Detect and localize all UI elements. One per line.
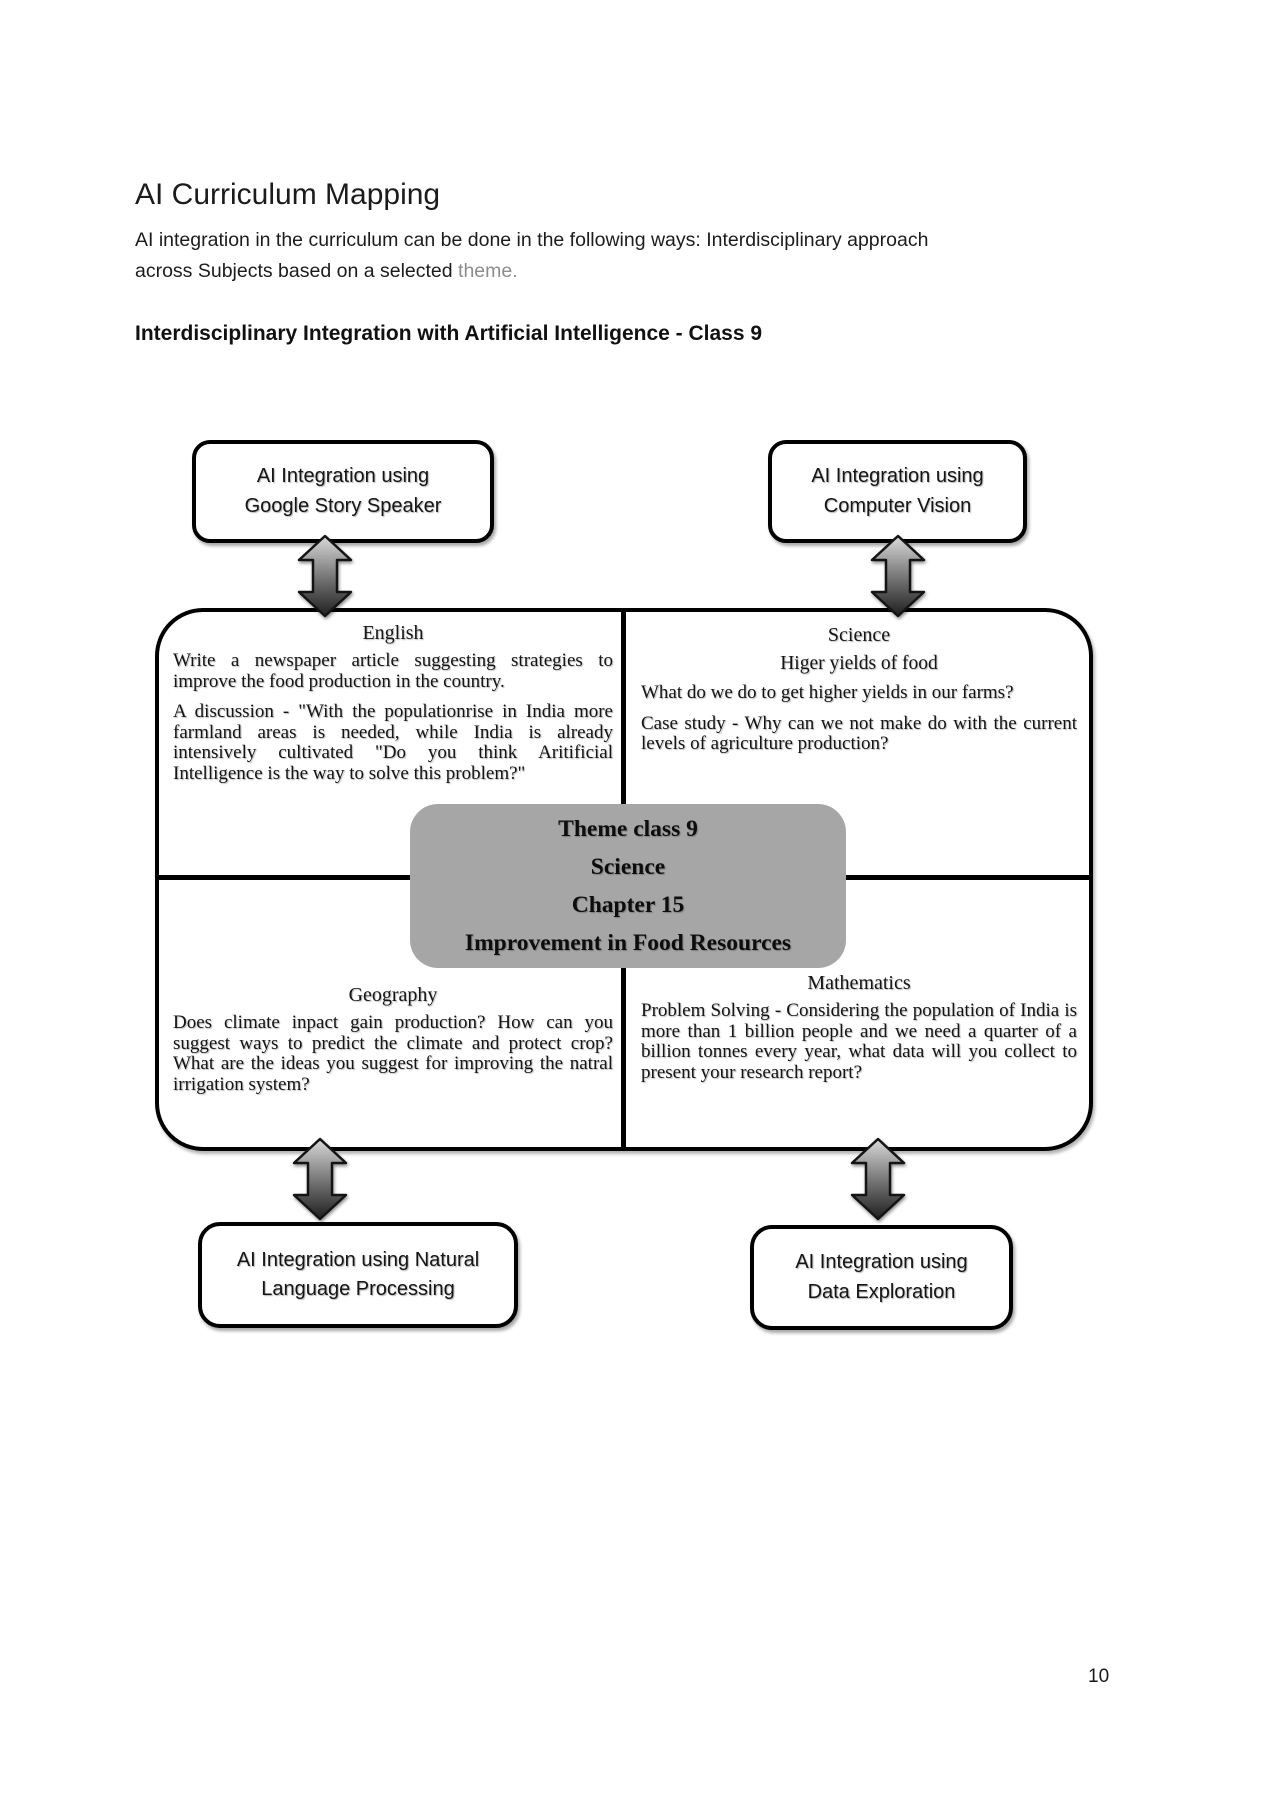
theme-box-line1: Theme class 9 <box>558 816 698 842</box>
quadrant-science-paragraph-1: What do we do to get higher yields in ou… <box>641 682 1014 703</box>
quadrant-geography: Geography Does climate inpact gain produ… <box>173 984 613 1105</box>
intro-line2: across Subjects based on a selected <box>135 260 459 282</box>
box-data-exploration: AI Integration using Data Exploration <box>750 1225 1013 1330</box>
quadrant-english-paragraph-2: A discussion - "With the populationrise … <box>173 701 613 784</box>
box-nlp-line1: AI Integration using Natural <box>236 1248 480 1271</box>
theme-box-line4: Improvement in Food Resources <box>464 930 792 956</box>
page-number: 10 <box>1088 1666 1110 1687</box>
quadrant-science-subheading: Higer yields of food <box>780 653 938 674</box>
page-title: AI Curriculum Mapping <box>135 178 441 211</box>
quadrant-geography-heading: Geography <box>348 984 438 1006</box>
box-nlp-line2: Language Processing <box>261 1278 455 1300</box>
box-computer-vision: AI Integration using Computer Vision <box>768 440 1027 543</box>
box-google-story-speaker-line1: AI Integration using <box>256 465 430 487</box>
double-arrow-icon <box>870 534 926 618</box>
box-google-story-speaker: AI Integration using Google Story Speake… <box>192 440 494 543</box>
box-data-exploration-line2: Data Exploration <box>807 1280 956 1303</box>
box-natural-language-processing: AI Integration using Natural Language Pr… <box>198 1222 518 1328</box>
quadrant-mathematics-heading: Mathematics <box>807 972 911 994</box>
quadrant-english-heading: English <box>362 622 424 644</box>
box-data-exploration-line1: AI Integration using <box>795 1251 968 1273</box>
theme-box: Theme class 9 Science Chapter 15 Improve… <box>410 804 846 968</box>
box-google-story-speaker-line2: Google Story Speaker <box>244 494 442 517</box>
section-heading: Interdisciplinary Integration with Artif… <box>135 322 763 345</box>
box-computer-vision-line2: Computer Vision <box>823 494 972 517</box>
theme-box-line3: Chapter 15 <box>571 892 685 918</box>
quadrant-english: English Write a newspaper article sugges… <box>173 622 613 794</box>
quadrant-science-heading: Science <box>827 624 891 646</box>
quadrant-science-paragraph-2: Case study - Why can we not make do with… <box>641 712 1077 754</box>
quadrant-english-paragraph-1: Write a newspaper article suggesting str… <box>173 650 613 692</box>
intro-paragraph: AI integration in the curriculum can be … <box>135 225 1115 287</box>
double-arrow-icon <box>292 1137 348 1221</box>
quadrant-mathematics-paragraph-1: Problem Solving - Considering the popula… <box>641 1000 1077 1083</box>
double-arrow-icon <box>297 534 353 618</box>
quadrant-science: Science Higer yields of food What do we … <box>641 624 1077 765</box>
box-computer-vision-line1: AI Integration using <box>811 465 984 487</box>
intro-line1: AI integration in the curriculum can be … <box>135 229 929 251</box>
quadrant-geography-paragraph-1: Does climate inpact gain production? How… <box>173 1012 613 1095</box>
intro-theme-word: theme. <box>458 260 518 282</box>
subject-matrix: English Write a newspaper article sugges… <box>155 608 1093 1151</box>
quadrant-mathematics: Mathematics Problem Solving - Considerin… <box>641 972 1077 1093</box>
double-arrow-icon <box>850 1137 906 1221</box>
theme-box-line2: Science <box>590 854 666 880</box>
